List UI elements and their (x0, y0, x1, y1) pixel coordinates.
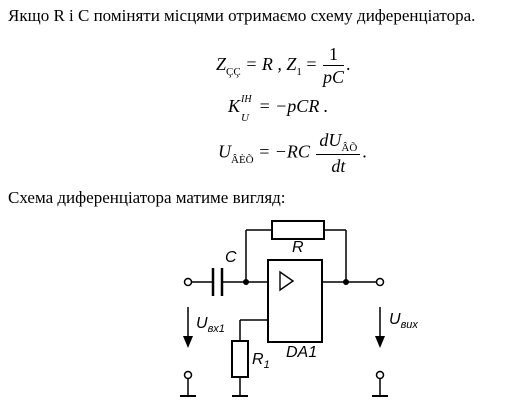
du-symbol: dU (319, 130, 342, 150)
z-symbol: Z (216, 54, 227, 75)
z1-subscript: 1 (296, 66, 302, 79)
du-subscript: ÂÕ (341, 142, 358, 154)
junction-dot-input (243, 279, 249, 285)
derivative-denominator: dt (331, 156, 346, 176)
fraction-1-over-pc: 1 pC (323, 44, 345, 88)
input-voltage-arrow-icon (183, 336, 193, 348)
fraction-denominator: pC (323, 67, 345, 87)
feedback-resistor (271, 220, 325, 240)
label-c: C (225, 249, 237, 266)
junction-dot-output (343, 279, 349, 285)
fraction-numerator: 1 (323, 44, 345, 66)
label-r: R (292, 239, 304, 256)
k-superscript: ІН (241, 94, 252, 105)
opamp-body (267, 259, 323, 343)
derivative-numerator: dUÂÕ (316, 130, 361, 155)
output-voltage-arrow-icon (375, 336, 385, 348)
z-subscript: ÇÇ (226, 66, 241, 79)
z1-symbol: Z (286, 54, 297, 75)
fraction-derivative: dUÂÕ dt (316, 130, 361, 177)
formula-end-3: . (362, 141, 367, 162)
ground-resistor-r1 (231, 340, 249, 378)
label-u-in: Uвх1 (196, 315, 225, 335)
label-u-out: Uвих (389, 311, 418, 331)
label-da1: DA1 (286, 344, 317, 361)
gain-expression: = −pCR . (258, 96, 329, 116)
input-ground-terminal (183, 370, 193, 380)
k-symbol: K (228, 96, 241, 116)
triangle-play-icon (279, 270, 295, 292)
formula-end: . (346, 54, 351, 75)
output-ground-terminal (375, 370, 385, 380)
u-subscript: ÂÈÕ (231, 153, 254, 166)
intro-text: Якщо R і C поміняти місцями отримаємо сх… (8, 6, 476, 25)
schema-title: Схема диференціатора матиме вигляд: (8, 188, 286, 207)
eq-r: = R , (245, 54, 282, 75)
output-terminal (375, 277, 385, 287)
eq-sign: = (306, 54, 317, 75)
output-expression: = −RC (258, 141, 310, 162)
input-terminal (183, 277, 193, 287)
u-symbol: U (218, 141, 231, 162)
k-subscript: U (241, 112, 249, 124)
formula-output: UÂÈÕ = −RC dUÂÕ dt . (218, 130, 367, 177)
label-r1: R1 (252, 351, 270, 371)
formula-impedances: ZÇÇ = R , Z1 = 1 pC . (216, 44, 351, 88)
